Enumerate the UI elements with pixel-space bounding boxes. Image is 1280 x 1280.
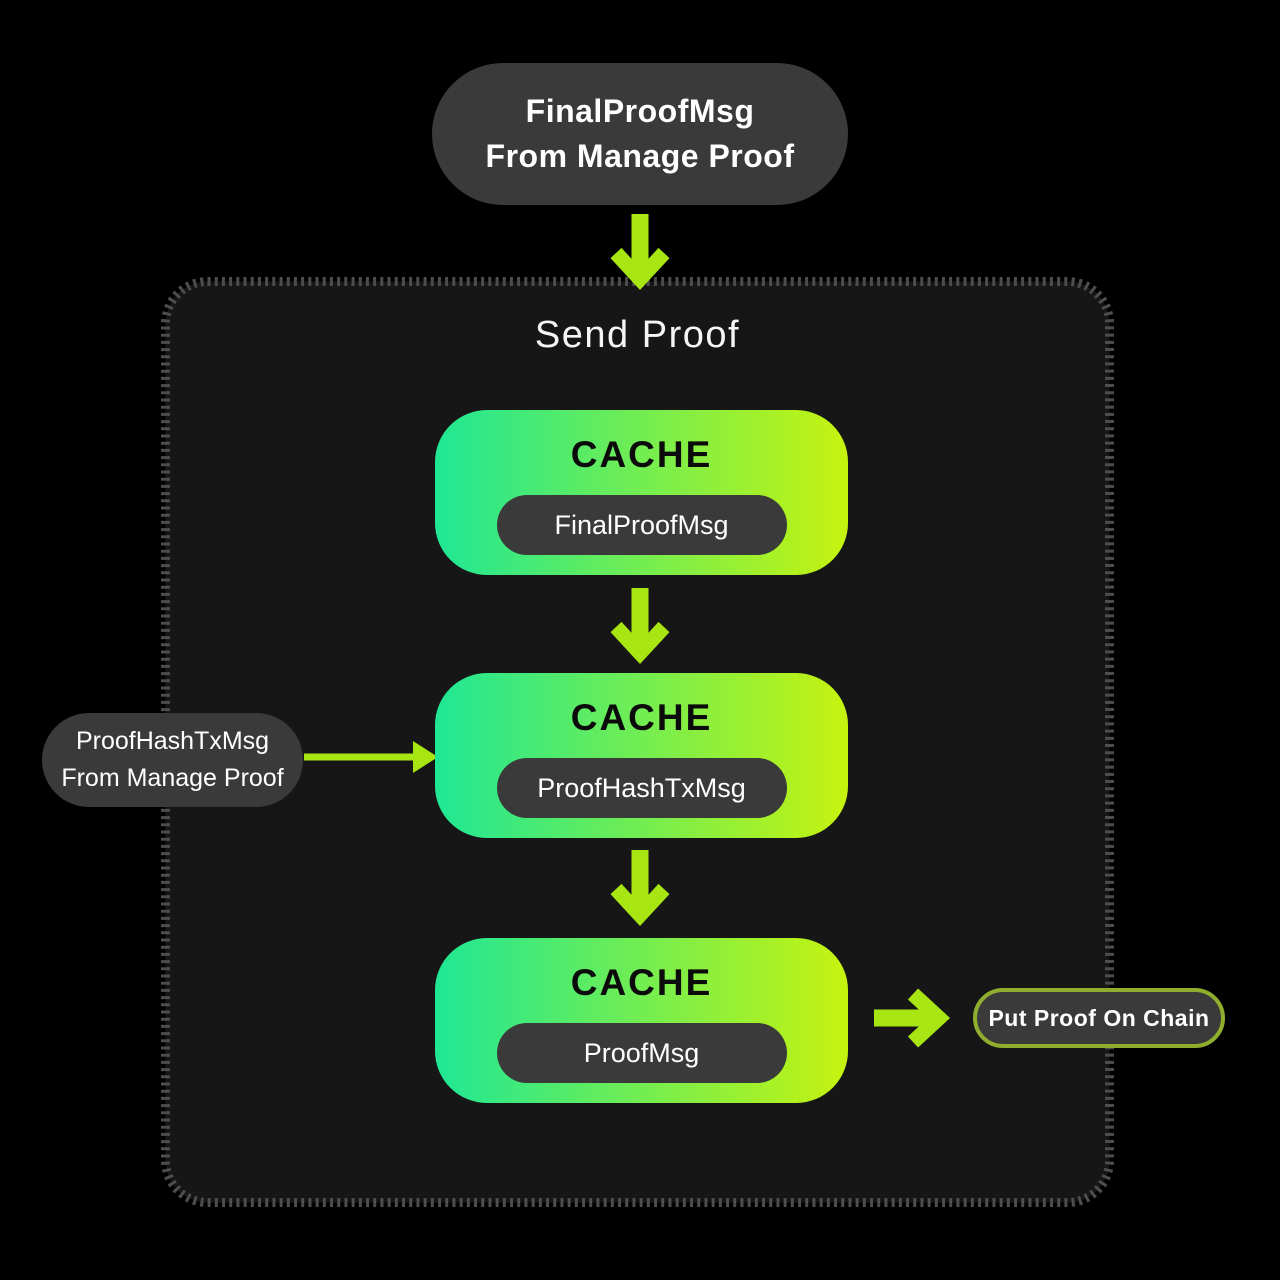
cache-node-3-title: CACHE bbox=[570, 962, 713, 1003]
arrow-top-input-to-container-icon bbox=[616, 214, 664, 279]
cache-node-1-title: CACHE bbox=[570, 434, 713, 475]
cache-node-2-value: ProofHashTxMsg bbox=[496, 758, 787, 818]
node-final-proof-input: FinalProofMsg From Manage Proof bbox=[432, 63, 848, 205]
node-put-proof-on-chain: Put Proof On Chain bbox=[973, 988, 1225, 1048]
node-proof-hash-input-line2: From Manage Proof bbox=[61, 764, 284, 792]
cache-node-1-value: FinalProofMsg bbox=[496, 495, 787, 555]
node-proof-hash-input: ProofHashTxMsg From Manage Proof bbox=[42, 713, 303, 807]
cache-node-2-title: CACHE bbox=[570, 697, 713, 738]
node-final-proof-input-line1: FinalProofMsg bbox=[525, 93, 755, 129]
node-final-proof-input-line2: From Manage Proof bbox=[485, 138, 795, 174]
node-proof-hash-input-line1: ProofHashTxMsg bbox=[75, 727, 270, 755]
arrow-side-input-to-cache2-icon bbox=[304, 741, 438, 773]
cache-node-1: CACHE FinalProofMsg bbox=[435, 410, 848, 575]
send-proof-title: Send Proof bbox=[534, 314, 741, 356]
cache-node-2: CACHE ProofHashTxMsg bbox=[435, 673, 848, 838]
node-put-proof-on-chain-label: Put Proof On Chain bbox=[988, 1004, 1210, 1031]
cache-node-3: CACHE ProofMsg bbox=[435, 938, 848, 1103]
cache-node-3-value: ProofMsg bbox=[496, 1023, 787, 1083]
